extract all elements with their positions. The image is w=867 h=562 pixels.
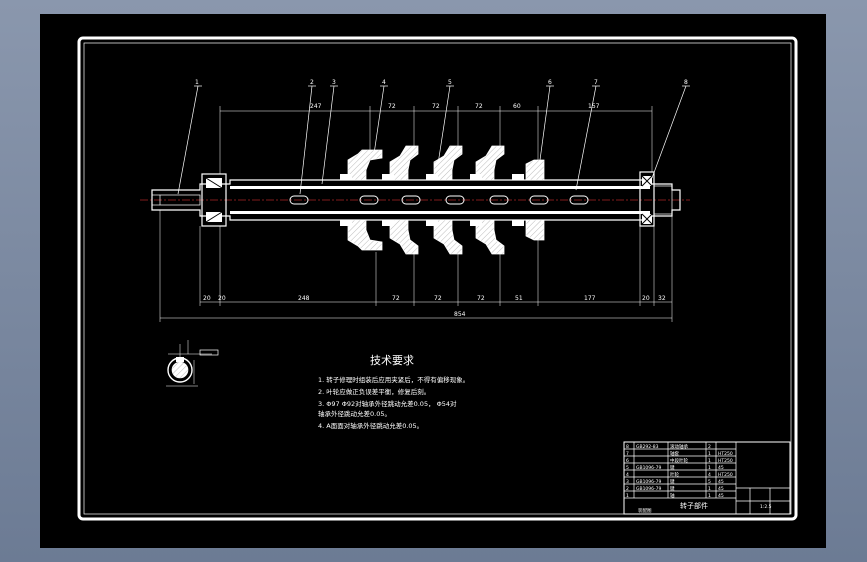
bot-dim-32: 32 — [658, 295, 666, 302]
impellers-upper — [340, 145, 545, 181]
tech-note-3b: 轴承外径跳动允差0.05。 — [318, 409, 391, 418]
tb-row-qty: 1 — [708, 465, 711, 471]
part-label-3: 3 — [332, 79, 336, 86]
tb-row-name: 中段叶轮 — [670, 457, 688, 464]
tb-row-no: 5 — [626, 465, 629, 471]
top-dimension-chain — [219, 106, 653, 174]
bot-dim-51: 51 — [515, 295, 523, 302]
technical-requirements: 技术要求 1. 转子修理时组装后应用夹紧后，不得有偏移现象。 2. 叶轮应做正负… — [318, 354, 469, 430]
sheet-outer-border — [77, 36, 798, 521]
drawing-subtitle: 装配图 — [638, 507, 652, 514]
cad-viewport[interactable]: 1 2 3 4 5 6 7 8 247 72 72 72 60 157 — [40, 14, 826, 548]
tb-row-code: GB1096-79 — [636, 479, 662, 485]
tb-row-no: 7 — [626, 451, 629, 457]
title-block: 8 GB292-83 滚动轴承 2 7 轴套 1 HT250 6 中段叶轮 1 … — [623, 441, 791, 515]
tb-row-material: 45 — [718, 493, 724, 499]
tb-row-name: 滚动轴承 — [670, 443, 688, 450]
bot-dim-248: 248 — [298, 295, 310, 302]
part-label-4: 4 — [382, 79, 386, 86]
tb-row-qty: 4 — [708, 472, 711, 478]
tb-row-no: 2 — [626, 486, 629, 492]
bot-dim-20a: 20 — [203, 295, 211, 302]
sheet-inner-border — [83, 42, 792, 515]
rotor-assembly-drawing: 1 2 3 4 5 6 7 8 247 72 72 72 60 157 — [77, 36, 798, 521]
shaft-bore — [230, 186, 650, 189]
tb-row-name: 叶轮 — [670, 471, 679, 478]
tb-row-qty: 5 — [708, 479, 711, 485]
bot-dim-72b: 72 — [434, 295, 442, 302]
part-label-2: 2 — [310, 79, 314, 86]
tb-row-material: 45 — [718, 465, 724, 471]
tb-row-code: GB1096-79 — [636, 486, 662, 492]
bot-dim-177: 177 — [584, 295, 596, 302]
tb-row-no: 3 — [626, 479, 629, 485]
tb-row-name: 键 — [670, 464, 675, 471]
tb-row-material: HT250 — [718, 451, 733, 457]
tb-row-code: GB1096-79 — [636, 465, 662, 471]
tech-requirements-title: 技术要求 — [370, 354, 414, 367]
tb-row-no: 4 — [626, 472, 629, 478]
tb-row-material: HT250 — [718, 458, 733, 464]
tb-row-code: GB292-83 — [636, 444, 659, 450]
tech-note-2: 2. 叶轮应做正负误差平衡，修复后刻。 — [318, 387, 430, 396]
part-leaders — [177, 85, 690, 195]
top-dim-60: 60 — [513, 103, 521, 110]
tech-note-4: 4. A面面对轴承外径跳动允差0.05。 — [318, 421, 423, 430]
tb-row-qty: 1 — [708, 493, 711, 499]
top-dim-72a: 72 — [388, 103, 396, 110]
tb-row-qty: 1 — [708, 451, 711, 457]
part-label-1: 1 — [195, 79, 199, 86]
tb-row-material: 45 — [718, 479, 724, 485]
tech-note-1: 1. 转子修理时组装后应用夹紧后，不得有偏移现象。 — [318, 375, 469, 384]
top-dim-72c: 72 — [475, 103, 483, 110]
title-block-rows — [624, 448, 736, 492]
tb-row-material: HT250 — [718, 472, 733, 478]
shaft-keys — [289, 195, 589, 205]
bot-dim-72a: 72 — [392, 295, 400, 302]
tb-row-no: 8 — [626, 444, 629, 450]
tb-row-qty: 1 — [708, 486, 711, 492]
part-label-6: 6 — [548, 79, 552, 86]
tb-row-qty: 1 — [708, 458, 711, 464]
rotor-main-view: 1 2 3 4 5 6 7 8 247 72 72 72 60 157 — [140, 79, 690, 322]
tb-row-name: 键 — [670, 478, 675, 485]
tb-row-no: 1 — [626, 493, 629, 499]
top-dim-72b: 72 — [432, 103, 440, 110]
tb-row-qty: 2 — [708, 444, 711, 450]
top-dim-247: 247 — [310, 103, 322, 110]
shaft-section-detail — [166, 340, 219, 387]
tb-row-no: 6 — [626, 458, 629, 464]
tb-row-name: 轴套 — [670, 450, 679, 457]
impellers-lower — [340, 219, 545, 255]
drawing-scale: 1:2.5 — [760, 504, 772, 510]
left-coupling — [201, 173, 227, 227]
part-label-5: 5 — [448, 79, 452, 86]
top-dim-157: 157 — [588, 103, 600, 110]
part-label-8: 8 — [684, 79, 688, 86]
overall-dim-854: 854 — [454, 311, 466, 318]
bot-dim-20c: 20 — [642, 295, 650, 302]
tech-note-3: 3. Φ97 Φ92对轴承外径跳动允差0.05， Φ54对 — [318, 399, 457, 408]
bottom-dimension-chain — [159, 210, 673, 322]
bot-dim-20b: 20 — [218, 295, 226, 302]
tb-row-name: 轴 — [670, 492, 675, 499]
tb-row-material: 45 — [718, 486, 724, 492]
bot-dim-72c: 72 — [477, 295, 485, 302]
part-label-7: 7 — [594, 79, 598, 86]
tb-row-name: 键 — [670, 485, 675, 492]
drawing-title: 转子部件 — [680, 501, 708, 510]
